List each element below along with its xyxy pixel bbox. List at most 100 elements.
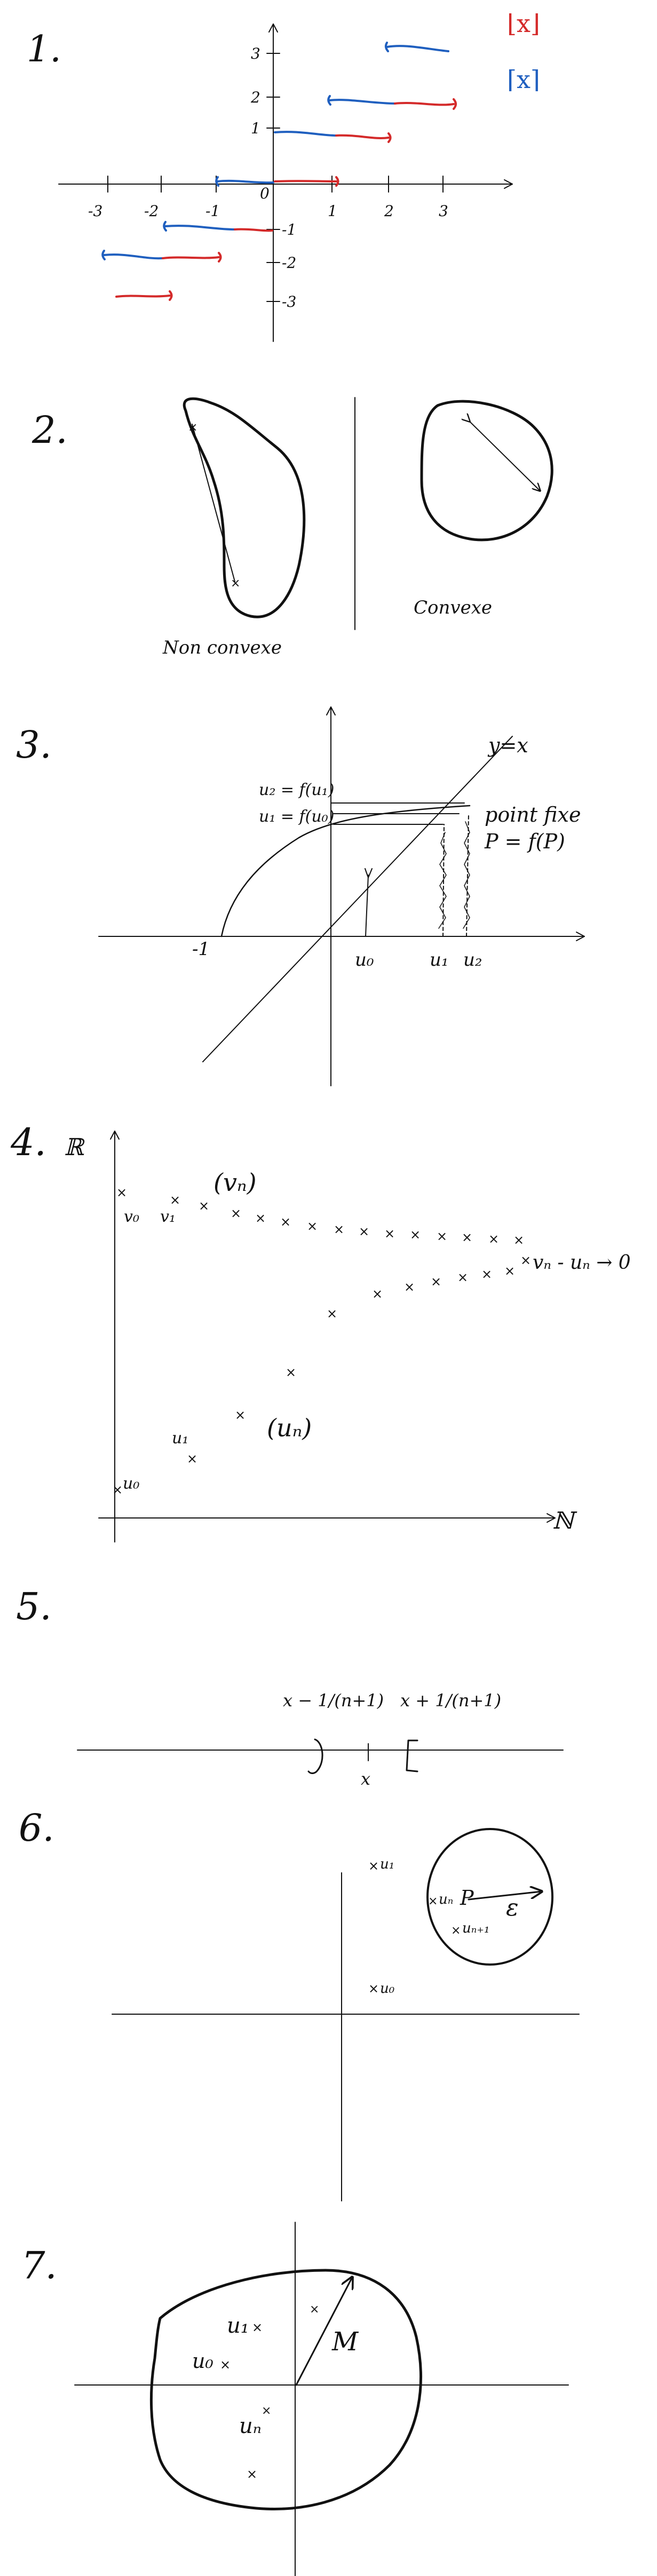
epsilon-ball <box>426 1828 553 1966</box>
svg-text:×: × <box>187 1451 197 1466</box>
svg-text:×: × <box>334 1222 344 1237</box>
svg-text:×: × <box>220 2357 231 2372</box>
function-curve <box>220 805 471 937</box>
epsilon-label: ε <box>506 1894 519 1921</box>
svg-text:×: × <box>235 1408 246 1422</box>
section-4-adjacent-sequences: 4. ℝ ℕ ××× ××× ××× ××× ××× ××× ××× ××× ×… <box>10 1120 631 1543</box>
svg-text:×: × <box>428 1895 438 1908</box>
step-segment <box>329 99 396 105</box>
y-tick-label: -2 <box>282 254 296 272</box>
upper-sequence-points: ××× ××× ××× ××× ××× <box>116 1185 524 1247</box>
convex-label: Convexe <box>414 597 492 618</box>
svg-text:×: × <box>504 1263 515 1278</box>
y-axis-label: ℝ <box>64 1134 85 1161</box>
section-2-convexity: 2. × × Non convexe Convexe <box>31 397 553 658</box>
svg-text:×: × <box>116 1185 127 1200</box>
tick-u1: u₁ <box>430 949 449 971</box>
legend-floor: ⌊x⌋ <box>507 9 540 38</box>
section-7-bounded-sequence: 7. × × × × × u₁ u₀ uₙ M <box>21 2222 569 2576</box>
svg-text:×: × <box>286 1365 296 1380</box>
section-number: 2. <box>31 408 68 452</box>
step-segment <box>103 253 164 260</box>
section-5-interval: 5. x − 1/(n+1) x + 1/(n+1) x <box>16 1585 564 1789</box>
section-1-floor-ceiling-graph: 1. -3 -2 -1 0 1 2 3 3 2 <box>27 9 540 342</box>
tick-u2: u₂ <box>463 949 482 971</box>
convex-shape <box>420 400 553 542</box>
svg-text:×: × <box>404 1279 415 1294</box>
x-axis-label: ℕ <box>552 1507 577 1535</box>
y-tick-label: 2 <box>250 89 260 106</box>
y-tick-label: -3 <box>282 293 296 311</box>
right-bracket <box>406 1739 418 1772</box>
svg-text:×: × <box>307 1219 318 1234</box>
svg-text:×: × <box>199 1198 209 1213</box>
svg-text:×: × <box>451 1924 461 1937</box>
svg-text:×: × <box>255 1211 266 1226</box>
tick-u0: u₀ <box>355 949 374 971</box>
svg-text:×: × <box>437 1229 447 1244</box>
svg-text:×: × <box>310 2303 319 2316</box>
step-segment <box>234 228 273 232</box>
section-number: 5. <box>16 1585 52 1628</box>
svg-text:×: × <box>252 2320 263 2335</box>
u0-label: u₀ <box>123 1474 139 1493</box>
svg-text:×: × <box>188 421 197 434</box>
svg-text:×: × <box>359 1224 369 1239</box>
svg-text:×: × <box>457 1270 468 1285</box>
step-segment <box>162 256 220 259</box>
svg-text:×: × <box>431 1274 441 1289</box>
x-tick-label: 2 <box>384 202 394 220</box>
svg-text:×: × <box>368 1981 379 1996</box>
svg-text:×: × <box>520 1253 531 1268</box>
fixed-point-label: point fixe <box>485 803 581 826</box>
step-segment <box>335 134 390 139</box>
lower-sequence-label: (uₙ) <box>267 1413 312 1442</box>
x-tick-label: 3 <box>439 202 448 220</box>
bounding-region <box>149 2269 422 2510</box>
legend-ceil: ⌈x⌉ <box>507 65 540 94</box>
tick-minus-one: -1 <box>192 939 210 960</box>
v0-label: v₀ <box>124 1207 139 1226</box>
svg-text:×: × <box>262 2404 271 2418</box>
u0-label: u₀ <box>192 2349 213 2373</box>
svg-text:×: × <box>280 1214 291 1229</box>
svg-text:×: × <box>112 1482 123 1497</box>
section-number: 1. <box>27 28 61 70</box>
un-label: uₙ <box>239 2414 262 2438</box>
right-bound-label: x + 1/(n+1) <box>400 1690 501 1711</box>
center-label: x <box>361 1769 370 1789</box>
fixed-point-equation: P = f(P) <box>484 830 565 853</box>
step-segment <box>164 225 236 230</box>
left-bound-label: x − 1/(n+1) <box>283 1690 384 1711</box>
svg-text:×: × <box>481 1267 492 1282</box>
step-segment <box>217 179 274 184</box>
svg-text:×: × <box>384 1226 395 1241</box>
limit-label: P <box>460 1886 474 1910</box>
svg-text:×: × <box>368 1858 379 1873</box>
upper-sequence-label: (vₙ) <box>213 1168 257 1197</box>
step-segment <box>115 295 171 298</box>
u1-label: u₁ = f(u₀) <box>259 807 334 826</box>
bound-radius <box>295 2277 352 2386</box>
x-tick-label: -3 <box>88 202 102 220</box>
identity-line <box>202 736 513 1062</box>
section-number: 6. <box>19 1806 54 1850</box>
svg-text:×: × <box>231 577 240 590</box>
section-number: 4. <box>10 1120 46 1164</box>
x-tick-label: 1 <box>328 202 337 220</box>
lower-sequence-points: ××× ××× ××× ××× <box>112 1253 531 1497</box>
x-tick-label: -2 <box>144 202 159 220</box>
v1-label: v₁ <box>160 1207 176 1226</box>
epsilon-radius <box>468 1891 542 1901</box>
section-3-fixed-point-iteration: 3. y=x u₂ = f(u₁) u₁ = f(u₀) point fixe … <box>16 706 585 1086</box>
y-tick-label: 3 <box>251 45 260 62</box>
nonconvex-shape <box>183 397 306 618</box>
difference-limit-label: vₙ - uₙ → 0 <box>533 1252 631 1274</box>
svg-text:×: × <box>247 2467 257 2482</box>
section-6-convergence-ball: 6. × × × × u₁ u₀ uₙ P ε uₙ₊₁ <box>19 1806 580 2201</box>
section-number: 3. <box>16 723 52 767</box>
u1-label: u₁ <box>172 1429 188 1448</box>
step-segment <box>386 45 449 52</box>
u1-label: u₁ <box>380 1856 394 1872</box>
